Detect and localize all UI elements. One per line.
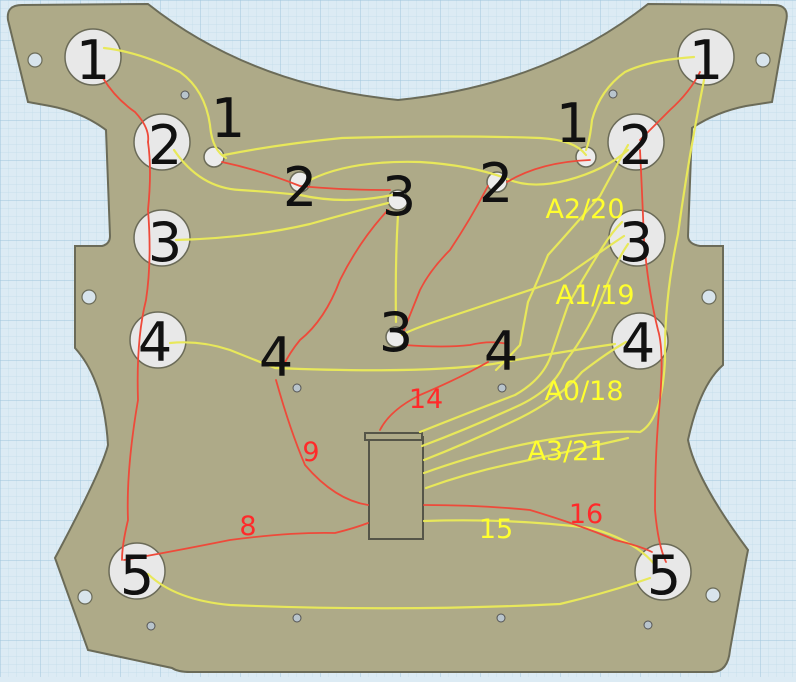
label-inner-2-right: 2 [479, 152, 513, 215]
motor-pad-right-4 [611, 312, 669, 370]
wire-a0 [422, 340, 628, 462]
label-center-3-bottom: 3 [379, 301, 413, 364]
wire-left-5 [146, 572, 652, 610]
pin-label-14: 14 [409, 384, 443, 415]
mount-hole [81, 289, 97, 305]
pin-label-16: 16 [569, 499, 603, 530]
screw-hole [496, 613, 506, 623]
wire-red-inner-right [506, 159, 591, 183]
wire-red-left-top [102, 77, 150, 143]
motor-pad-left-1 [64, 28, 122, 86]
inner-labels: 1 1 2 2 3 3 4 4 [211, 87, 590, 389]
label-inner-1-right: 1 [556, 92, 590, 155]
wire-red-14 [379, 361, 489, 431]
wire-red-16 [423, 504, 653, 553]
label-right-5: 5 [647, 544, 681, 607]
wire-a1 [420, 242, 630, 448]
wire-left-2 [172, 148, 394, 202]
label-center-3-top: 3 [382, 165, 416, 228]
wire-left-4 [168, 341, 617, 372]
motor-pad-left-3 [133, 209, 191, 267]
motor-pad-left-2 [133, 113, 191, 171]
wire-inner-1-2 [222, 135, 588, 157]
screw-hole [146, 621, 156, 631]
pin-label-8: 8 [239, 511, 256, 542]
label-inner-4-right: 4 [484, 320, 518, 383]
wire-red-inner-left [221, 161, 391, 191]
mount-hole [701, 289, 717, 305]
wire-inner-2-right [308, 148, 630, 186]
mount-hole [27, 52, 43, 68]
label-left-2: 2 [148, 114, 182, 177]
screw-hole [292, 383, 302, 393]
pin-label-a3: A3/21 [527, 436, 606, 467]
wire-15 [422, 519, 658, 568]
motor-pad-left-4 [129, 311, 187, 369]
wire-a3-branch [424, 436, 630, 490]
screw-hole [643, 620, 653, 630]
wire-red-3-4 [281, 209, 389, 369]
screw-hole [292, 613, 302, 623]
label-inner-4-left: 4 [259, 326, 293, 389]
mount-hole [77, 589, 93, 605]
pin-label-a0: A0/18 [544, 376, 623, 407]
pin-label-15: 15 [479, 514, 513, 545]
wire-left-1 [102, 46, 228, 160]
wire-right-1 [584, 55, 696, 152]
screw-hole [180, 90, 190, 100]
label-inner-1-left: 1 [211, 87, 245, 150]
wire-left-3 [174, 201, 390, 242]
label-left-1: 1 [76, 29, 110, 92]
label-right-1: 1 [689, 29, 723, 92]
wire-a2 [418, 220, 624, 434]
label-right-2: 2 [619, 114, 653, 177]
controller-board [368, 436, 424, 540]
wire-red-center [403, 341, 509, 348]
pin-label-9: 9 [302, 437, 319, 468]
wire-red-left-chain [121, 141, 151, 561]
wire-center-vertical [394, 212, 400, 324]
inner-pad-3-bottom [385, 326, 407, 348]
screw-hole [608, 89, 618, 99]
mount-hole [705, 587, 721, 603]
motor-pad-left-5 [108, 542, 166, 600]
wire-red-right-chain [639, 149, 667, 563]
wire-right-3 [400, 234, 626, 337]
pin-label-a1: A1/19 [555, 280, 634, 311]
screw-hole [497, 383, 507, 393]
motor-labels: 1 2 3 4 5 1 2 3 4 5 [76, 29, 723, 607]
label-left-3: 3 [148, 211, 182, 274]
label-left-5: 5 [120, 544, 154, 607]
wire-right-2-A2 [494, 143, 630, 372]
wire-red-2-3 [403, 185, 489, 331]
inner-pad-1-left [203, 146, 225, 168]
label-right-4: 4 [621, 312, 655, 375]
pin-labels: 14 9 8 16 15 A2/20 A1/19 A0/18 A3/21 [239, 194, 634, 545]
motor-pad-right-1 [677, 28, 735, 86]
red-wires [102, 71, 701, 563]
wire-red-9 [275, 379, 369, 506]
label-right-3: 3 [619, 211, 653, 274]
controller-board-header [364, 432, 423, 441]
label-inner-2-left: 2 [283, 156, 317, 219]
wire-red-8 [123, 522, 369, 561]
label-left-4: 4 [138, 311, 172, 374]
pin-label-a2: A2/20 [545, 194, 624, 225]
wire-red-right-top [639, 71, 701, 141]
mount-hole [755, 52, 771, 68]
